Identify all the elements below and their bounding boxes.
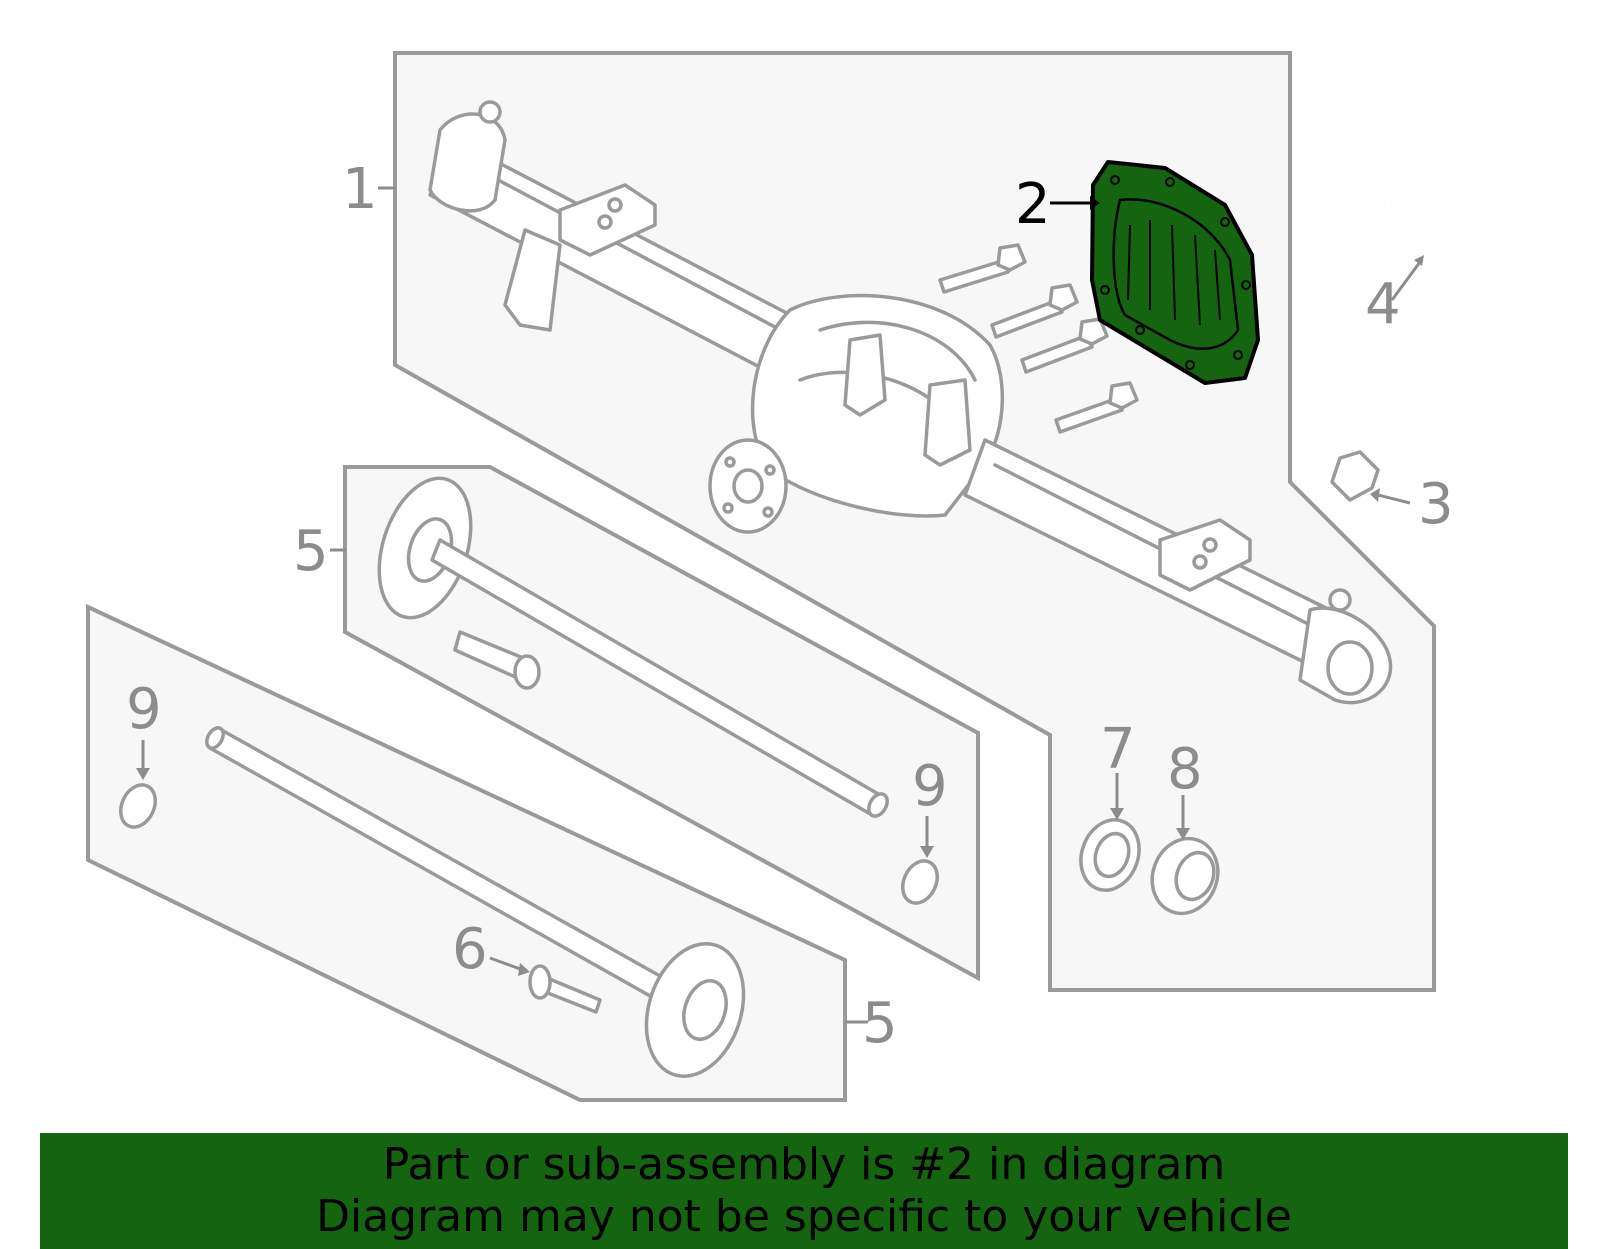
callout-4: 4 [1365, 272, 1401, 337]
vent-clip-drawing [1330, 450, 1380, 502]
callout-9-right: 9 [912, 754, 948, 819]
cover-bolts-drawing [938, 243, 1139, 434]
callout-5-upper: 5 [293, 519, 329, 584]
axle-shaft-lower-drawing [205, 726, 746, 1078]
o-ring-left-drawing [119, 783, 157, 829]
callout-2[interactable]: 2 [1015, 172, 1051, 237]
callout-5-lower: 5 [862, 991, 898, 1056]
banner-line-1: Part or sub-assembly is #2 in diagram [382, 1139, 1226, 1190]
callout-7: 7 [1100, 717, 1136, 782]
seal-drawing [1079, 818, 1141, 892]
axle-housing-drawing [428, 100, 1393, 705]
callout-6: 6 [452, 917, 488, 982]
info-banner: Part or sub-assembly is #2 in diagram Di… [40, 1133, 1568, 1249]
callout-8: 8 [1167, 737, 1203, 802]
o-ring-right-drawing [901, 859, 939, 905]
callout-9-left: 9 [126, 677, 162, 742]
bearing-drawing [1150, 836, 1220, 916]
callout-1: 1 [342, 157, 378, 222]
parts-diagram: 1 2 3 4 5 5 6 7 8 9 9 [86, 51, 1527, 1102]
callout-3: 3 [1418, 472, 1454, 537]
banner-line-2: Diagram may not be specific to your vehi… [316, 1191, 1292, 1242]
vent-tube-drawing [1383, 136, 1527, 450]
differential-cover-highlighted[interactable] [1090, 160, 1260, 385]
axle-shaft-upper-drawing [377, 476, 889, 818]
